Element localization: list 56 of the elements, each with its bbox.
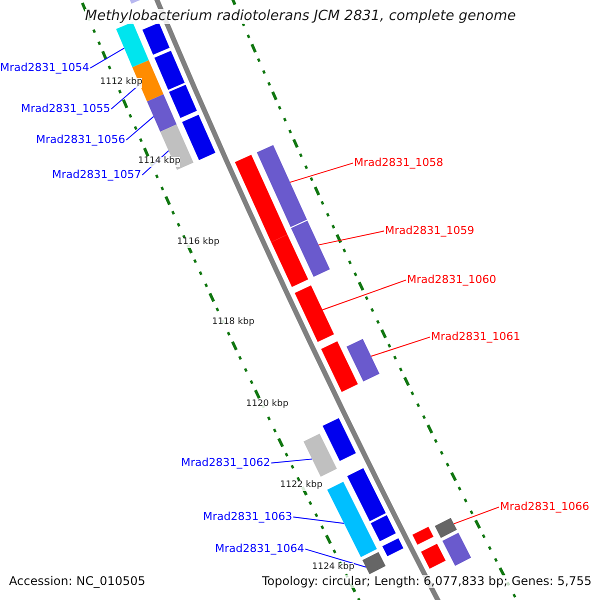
gene-label: Mrad2831_1064 bbox=[215, 543, 304, 556]
gene-label: Mrad2831_1057 bbox=[52, 169, 142, 182]
gene-block bbox=[321, 341, 358, 392]
gene-label: Mrad2831_1066 bbox=[500, 501, 590, 514]
diagram-title: Methylobacterium radiotolerans JCM 2831, complete genome bbox=[85, 9, 516, 24]
leader-line bbox=[90, 48, 125, 69]
gene-block bbox=[116, 22, 149, 68]
gene-block bbox=[382, 538, 404, 556]
gene-block bbox=[304, 434, 337, 477]
leader-line bbox=[322, 280, 406, 310]
leader-line bbox=[318, 230, 384, 246]
gene-label: Mrad2831_1054 bbox=[0, 62, 90, 74]
scale-label: 1114 kbp bbox=[138, 157, 180, 167]
leader-line bbox=[126, 116, 154, 141]
leader-line bbox=[292, 516, 344, 524]
gene-label: Mrad2831_1055 bbox=[21, 103, 110, 116]
gene-block bbox=[442, 532, 472, 566]
scale-label: 1124 kbp bbox=[312, 563, 354, 573]
gene-block bbox=[142, 22, 170, 55]
scale-label: 1112 kbp bbox=[100, 78, 142, 88]
gene-block bbox=[421, 544, 446, 569]
gene-block bbox=[370, 515, 396, 542]
scale-label: 1116 kbp bbox=[177, 238, 220, 248]
gene-block bbox=[412, 526, 434, 545]
gene-label: Mrad2831_1063 bbox=[203, 511, 292, 524]
gene-block bbox=[434, 518, 457, 538]
gene-block bbox=[347, 468, 386, 522]
gene-label: Mrad2831_1060 bbox=[407, 274, 496, 286]
gene-block bbox=[147, 94, 177, 132]
leader-line bbox=[270, 458, 313, 464]
gene-block bbox=[160, 124, 194, 170]
gene-label: Mrad2831_1062 bbox=[181, 457, 270, 470]
gene-label: Mrad2831_1058 bbox=[354, 157, 444, 170]
leader-line bbox=[453, 506, 500, 524]
gene-block bbox=[182, 114, 216, 160]
gene-block bbox=[234, 154, 288, 242]
gene-block bbox=[322, 418, 356, 461]
scale-label: 1118 kbp bbox=[212, 318, 254, 328]
gene-block bbox=[154, 50, 185, 90]
gene-block bbox=[271, 234, 308, 287]
gene-block bbox=[169, 84, 197, 118]
gene-block bbox=[294, 285, 334, 342]
scale-label: 1120 kbp bbox=[246, 400, 288, 410]
genome-summary-text: Topology: circular; Length: 6,077,833 bp; Genes: 5,755 bbox=[262, 575, 592, 588]
gene-block bbox=[327, 482, 377, 558]
gene-block bbox=[256, 145, 307, 228]
gene-label: Mrad2831_1059 bbox=[385, 225, 474, 238]
gene-block bbox=[291, 220, 330, 277]
gene-block bbox=[346, 338, 380, 382]
leader-line bbox=[304, 548, 366, 568]
accession-text: Accession: NC_010505 bbox=[9, 575, 146, 588]
scale-label: 1122 kbp bbox=[280, 481, 322, 491]
leader-line bbox=[289, 162, 354, 183]
leader-line bbox=[370, 336, 430, 357]
gene-label: Mrad2831_1061 bbox=[431, 331, 520, 344]
gene-label: Mrad2831_1056 bbox=[36, 134, 126, 146]
